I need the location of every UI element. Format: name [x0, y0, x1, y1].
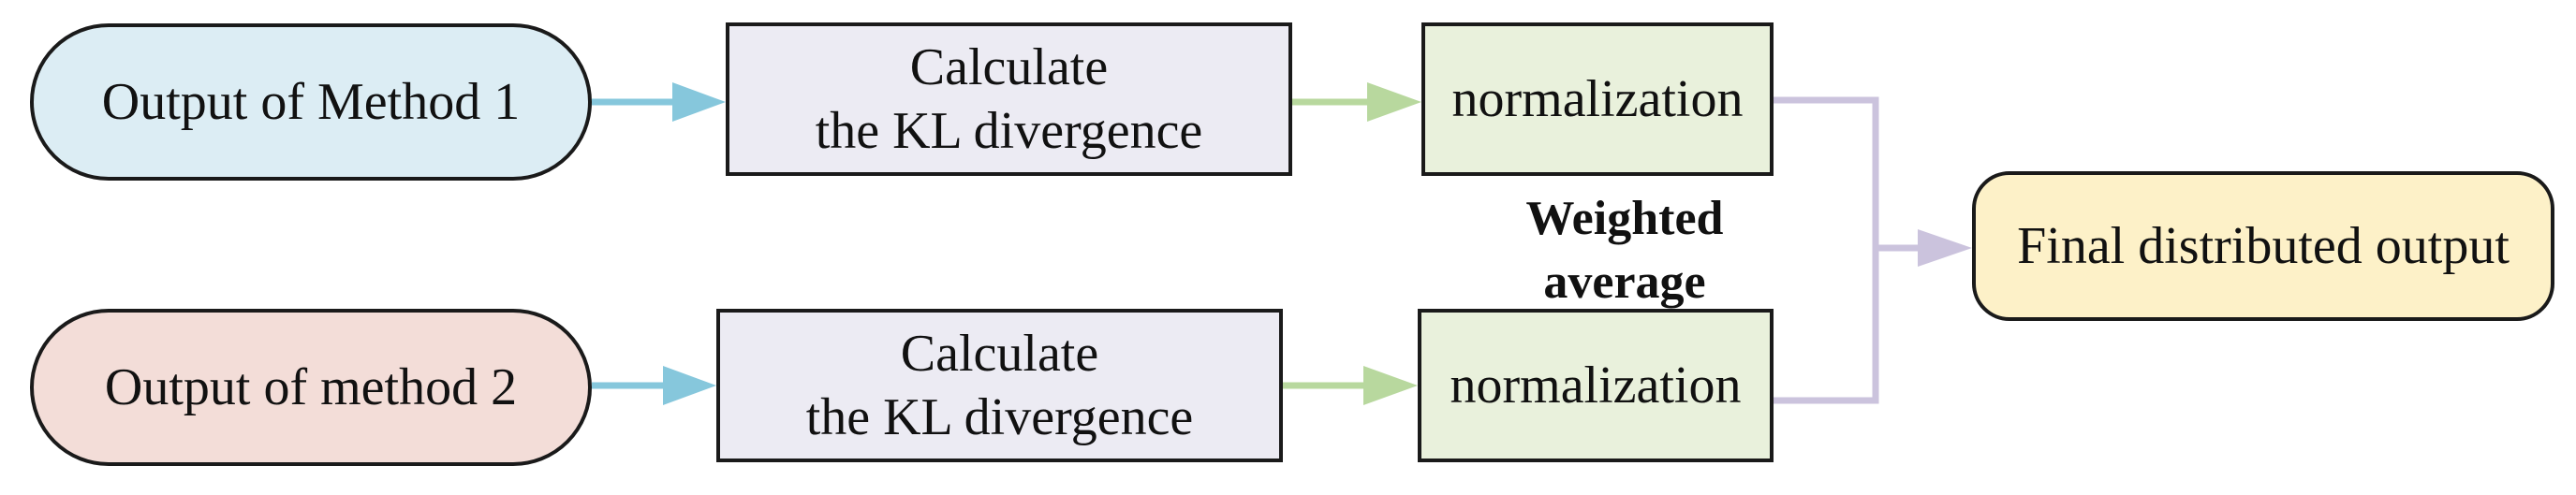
normalization-bottom-node: normalization	[1418, 309, 1774, 462]
output-method-1-label: Output of Method 1	[101, 72, 521, 131]
output-method-1-node: Output of Method 1	[30, 23, 592, 181]
normalization-bottom-label: normalization	[1450, 356, 1742, 415]
final-output-node: Final distributed output	[1972, 171, 2554, 321]
calc-kl-top-line1: Calculate	[909, 37, 1109, 96]
output-method-2-label: Output of method 2	[104, 357, 518, 416]
arrowhead-method2-to-calc	[663, 366, 716, 405]
calc-kl-top-line2: the KL divergence	[815, 102, 1203, 160]
arrowhead-calc-to-norm-bottom	[1363, 366, 1418, 405]
arrowhead-calc-to-norm-top	[1367, 82, 1421, 122]
normalization-top-label: normalization	[1451, 69, 1744, 128]
final-output-label: Final distributed output	[2017, 216, 2510, 275]
calc-kl-bottom-node: Calculate the KL divergence	[716, 309, 1283, 462]
arrowhead-method1-to-calc	[672, 82, 726, 122]
merge-line-top	[1774, 96, 1879, 404]
calc-kl-top-node: Calculate the KL divergence	[726, 22, 1292, 176]
normalization-top-node: normalization	[1421, 22, 1774, 176]
calc-kl-bottom-line1: Calculate	[900, 324, 1099, 383]
weighted-average-line1: Weighted	[1525, 192, 1724, 245]
calc-kl-bottom-line2: the KL divergence	[805, 388, 1194, 446]
weighted-average-line2: average	[1543, 255, 1706, 309]
output-method-2-node: Output of method 2	[30, 309, 592, 466]
weighted-average-label: Weighted average	[1461, 187, 1788, 313]
arrowhead-to-final	[1918, 229, 1972, 267]
